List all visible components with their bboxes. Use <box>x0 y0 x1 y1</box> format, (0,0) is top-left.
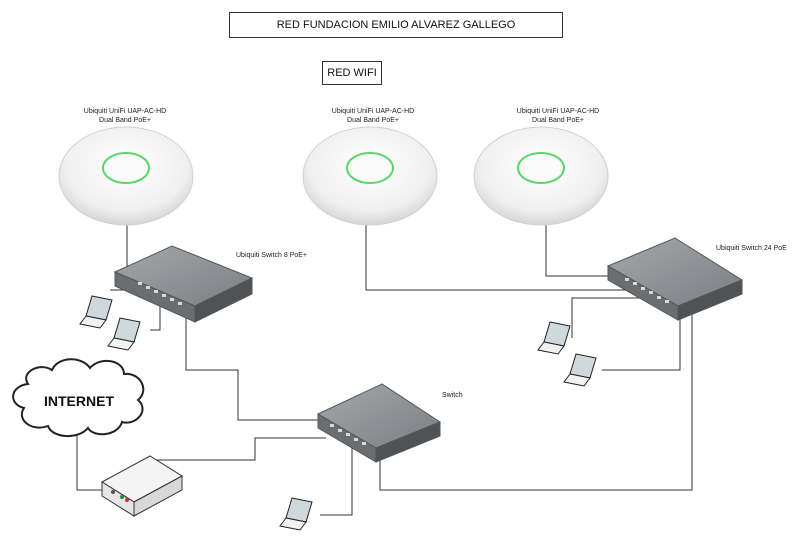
internet-label: INTERNET <box>44 393 114 409</box>
cable-switch24-main <box>379 300 693 491</box>
laptop-2-icon <box>107 317 141 351</box>
ap-1-model: Ubiquiti UniFi UAP-AC-HD <box>83 108 167 115</box>
cable-ap2-switch24 <box>365 224 641 291</box>
laptop-3-icon <box>537 321 571 355</box>
cables <box>76 222 693 516</box>
laptop-4-icon <box>563 353 597 387</box>
cable-ap3-switch24 <box>545 222 636 277</box>
cable-laptop4-switch24 <box>602 300 681 371</box>
cable-laptop3-switch24 <box>571 297 650 338</box>
cable-internet-router <box>76 430 105 491</box>
switch-8-label: Ubiquiti Switch 8 PoE+ <box>236 252 308 259</box>
ap-3-label: Ubiquiti UniFi UAP-AC-HD Dual Band PoE+ <box>493 107 623 125</box>
ap-2-model: Ubiquiti UniFi UAP-AC-HD <box>331 108 415 115</box>
router-icon <box>101 455 183 517</box>
switch-24-port-icon <box>606 237 744 321</box>
ap-1-band: Dual Band PoE+ <box>99 117 151 124</box>
laptop-1-icon <box>79 295 113 329</box>
ap-3-band: Dual Band PoE+ <box>532 117 584 124</box>
access-point-3-icon <box>473 126 609 226</box>
ap-3-model: Ubiquiti UniFi UAP-AC-HD <box>516 108 600 115</box>
laptop-5-icon <box>279 497 313 531</box>
ap-2-label: Ubiquiti UniFi UAP-AC-HD Dual Band PoE+ <box>308 107 438 125</box>
access-point-2-icon <box>302 126 438 226</box>
cable-router-main <box>150 437 326 461</box>
internet-cloud-icon <box>12 358 145 437</box>
wifi-network-label: RED WIFI <box>322 61 382 85</box>
main-switch-icon <box>316 383 442 463</box>
ap-1-label: Ubiquiti UniFi UAP-AC-HD Dual Band PoE+ <box>60 107 190 125</box>
switch-8-port-icon <box>113 245 254 323</box>
diagram-title: RED FUNDACION EMILIO ALVAREZ GALLEGO <box>229 12 563 38</box>
switch-main-label: Switch <box>442 392 463 399</box>
switch-24-label: Ubiquiti Switch 24 PoE <box>716 245 787 252</box>
cable-laptop5-main <box>320 440 353 516</box>
access-point-1-icon <box>58 126 194 226</box>
cable-switch8-main <box>185 300 322 421</box>
ap-2-band: Dual Band PoE+ <box>347 117 399 124</box>
